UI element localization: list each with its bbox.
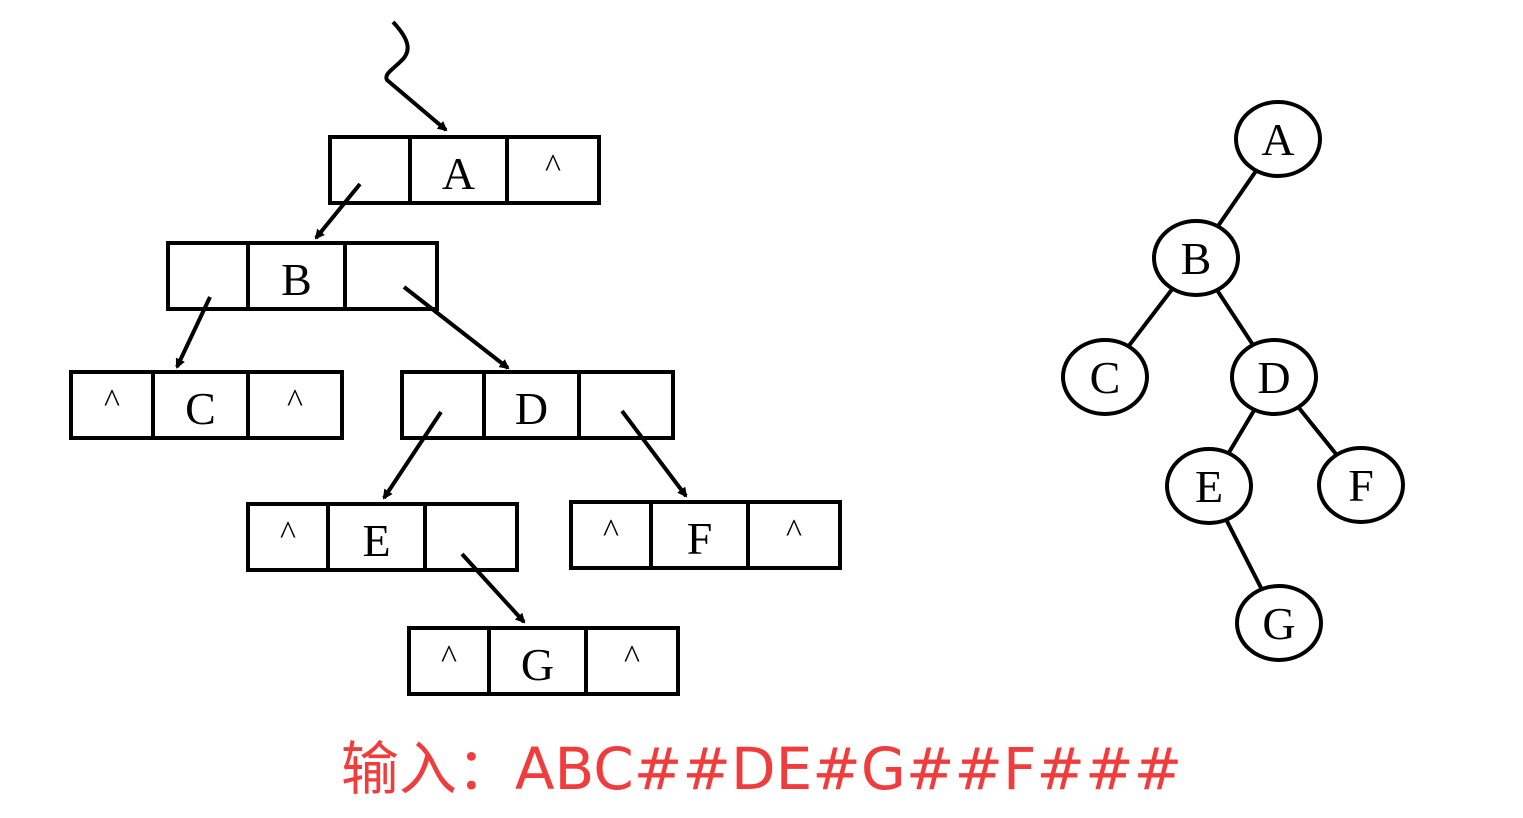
null-pointer-left-c: ^ [104, 383, 120, 420]
node-value-c: C [185, 383, 216, 434]
cell-left-f [569, 500, 653, 570]
tree-node-c: C [1061, 338, 1149, 416]
tree-edge-b-d [1215, 288, 1255, 347]
tree-node-b: B [1152, 219, 1240, 297]
cell-right-g [584, 626, 680, 696]
pointer-b-to-c [175, 296, 212, 369]
null-pointer-left-f: ^ [603, 513, 619, 550]
node-value-a: A [442, 148, 475, 199]
tree-node-label-e: E [1195, 461, 1223, 512]
tree-node-g: G [1235, 584, 1323, 662]
tree-node-e: E [1165, 447, 1253, 525]
linked-node-g: ^ G ^ [407, 626, 680, 696]
cell-left-e [246, 502, 330, 572]
input-label: 输入： [340, 735, 515, 803]
cell-left-c [69, 370, 155, 440]
linked-node-e: ^E [246, 502, 519, 572]
tree-node-circle-g [1235, 584, 1323, 662]
tree-edge-b-c [1126, 287, 1175, 348]
tree-node-label-c: C [1090, 352, 1121, 403]
tree-node-label-a: A [1261, 114, 1294, 165]
tree-edge-d-f [1296, 405, 1339, 457]
cell-right-e [423, 502, 519, 572]
node-value-f: F [687, 513, 713, 564]
linked-node-f: ^ F ^ [569, 500, 842, 570]
cell-data-g [487, 626, 588, 696]
null-pointer-right-f: ^ [786, 513, 802, 550]
tree-node-circle-b [1152, 219, 1240, 297]
tree-edge-a-b [1216, 169, 1258, 228]
tree-node-label-b: B [1181, 233, 1212, 284]
node-value-e: E [362, 515, 390, 566]
binary-tree-representation: A B C D E F G [1061, 100, 1405, 662]
tree-node-a: A [1234, 100, 1322, 178]
cell-right-a [505, 135, 601, 205]
cell-data-e [326, 502, 427, 572]
linked-node-c: ^ C ^ [69, 370, 344, 440]
tree-edge-e-g [1224, 518, 1264, 591]
cell-left-g [407, 626, 491, 696]
null-pointer-right-g: ^ [624, 639, 640, 676]
tree-node-label-g: G [1262, 598, 1295, 649]
cell-left-b [166, 241, 250, 311]
tree-node-label-f: F [1348, 460, 1374, 511]
tree-node-d: D [1230, 338, 1318, 416]
pointer-d-to-f [620, 409, 688, 498]
input-caption: 输入：ABC##DE#G##F### [0, 722, 1523, 806]
cell-data-a [408, 135, 509, 205]
cell-right-d [577, 370, 675, 440]
null-pointer-left-g: ^ [441, 639, 457, 676]
linked-node-d: D [400, 370, 675, 440]
linked-node-b: B [166, 241, 439, 311]
cell-left-d [400, 370, 486, 440]
cell-right-c [246, 370, 344, 440]
input-sequence: ABC##DE#G##F### [514, 735, 1183, 803]
tree-node-circle-e [1165, 447, 1253, 525]
null-pointer-left-e: ^ [280, 515, 296, 552]
pointer-b-to-d [402, 285, 510, 370]
tree-node-label-d: D [1257, 352, 1290, 403]
node-value-b: B [281, 254, 312, 305]
pointer-e-to-g [460, 552, 526, 624]
cell-data-f [649, 500, 750, 570]
tree-node-circle-a [1234, 100, 1322, 178]
tree-node-circle-d [1230, 338, 1318, 416]
linked-node-a: A^ [328, 135, 601, 205]
tree-node-circle-f [1317, 446, 1405, 524]
pointer-d-to-e [382, 410, 443, 500]
cell-right-f [746, 500, 842, 570]
cell-right-b [343, 241, 439, 311]
tree-edge-d-e [1226, 408, 1257, 455]
node-value-d: D [515, 383, 548, 434]
cell-left-a [328, 135, 412, 205]
pointer-a-to-b [314, 182, 362, 240]
null-pointer-right-a: ^ [545, 148, 561, 185]
null-pointer-right-c: ^ [287, 383, 303, 420]
root-pointer-arrow [384, 20, 448, 132]
tree-node-f: F [1317, 446, 1405, 524]
node-value-g: G [521, 639, 554, 690]
tree-node-circle-c [1061, 338, 1149, 416]
linked-list-representation: A^B^C^D^E^F^^G^ [69, 135, 842, 696]
